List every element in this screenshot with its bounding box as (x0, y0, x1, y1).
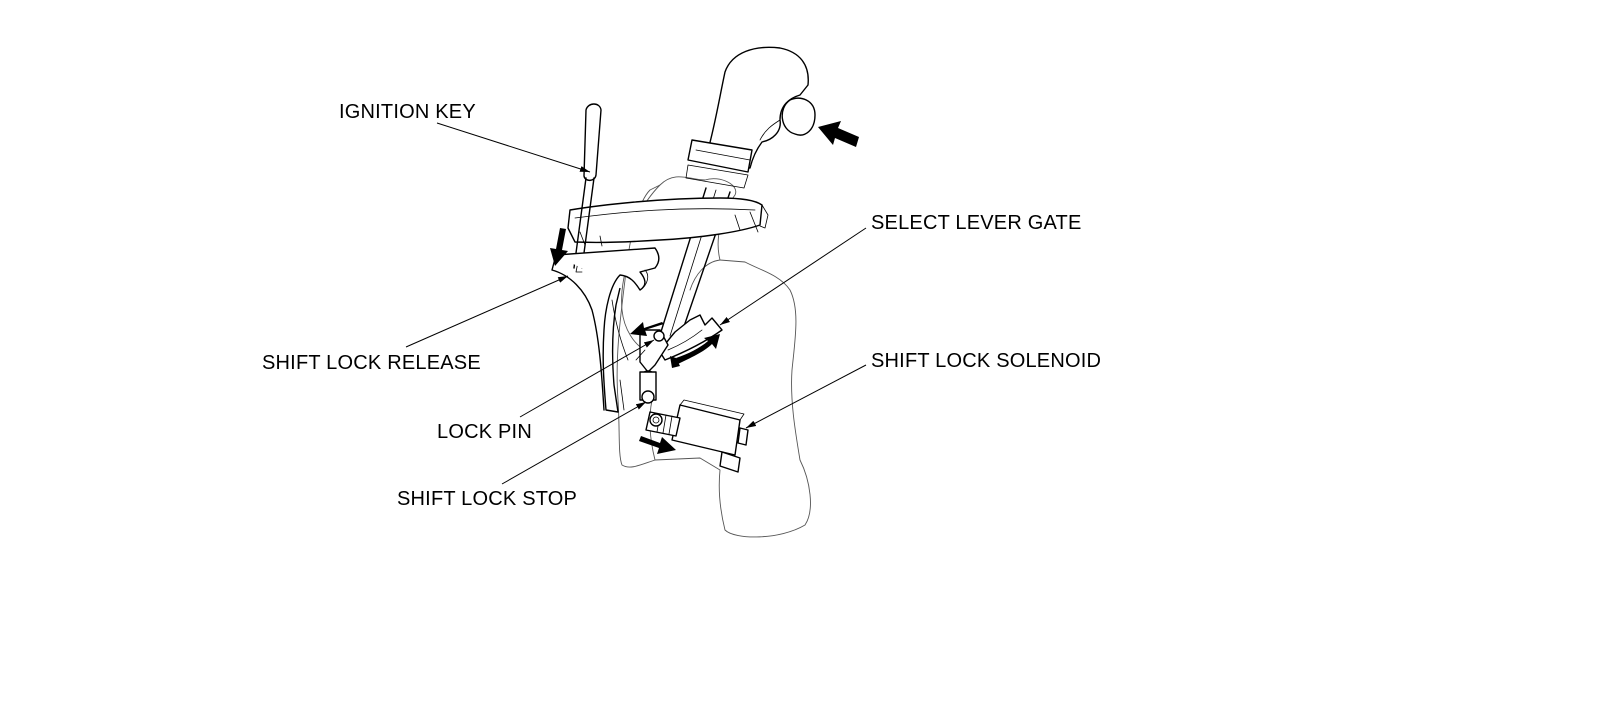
motion-arrows (550, 121, 859, 454)
ignition-key (573, 103, 602, 273)
leader-select-lever-gate (719, 227, 867, 326)
detent-linkage (635, 329, 669, 404)
label-shift-lock-stop: SHIFT LOCK STOP (397, 488, 577, 510)
label-shift-lock-release: SHIFT LOCK RELEASE (262, 352, 481, 374)
shift-lock-release (551, 247, 660, 413)
leader-shift-lock-solenoid (745, 364, 867, 429)
leader-lines (405, 122, 867, 485)
indicator-panel (567, 197, 769, 247)
leader-lock-pin (519, 339, 655, 418)
solenoid-push-arrow (639, 436, 676, 454)
label-shift-lock-solenoid: SHIFT LOCK SOLENOID (871, 350, 1101, 372)
leader-shift-lock-stop (501, 401, 647, 485)
label-ignition-key: IGNITION KEY (339, 101, 476, 123)
label-lock-pin: LOCK PIN (437, 421, 532, 443)
shift-lock-solenoid (645, 399, 749, 473)
callout-labels: IGNITION KEY SELECT LEVER GATE SHIFT LOC… (262, 101, 1101, 510)
leader-ignition-key (436, 122, 591, 173)
push-button-arrow (818, 121, 859, 147)
gate-rotate-arrow (676, 334, 720, 364)
release-push-arrow (630, 322, 664, 336)
label-select-lever-gate: SELECT LEVER GATE (871, 212, 1082, 234)
shift-knob (685, 46, 816, 189)
leader-shift-lock-release (405, 275, 569, 348)
key-insert-arrow (550, 228, 568, 266)
